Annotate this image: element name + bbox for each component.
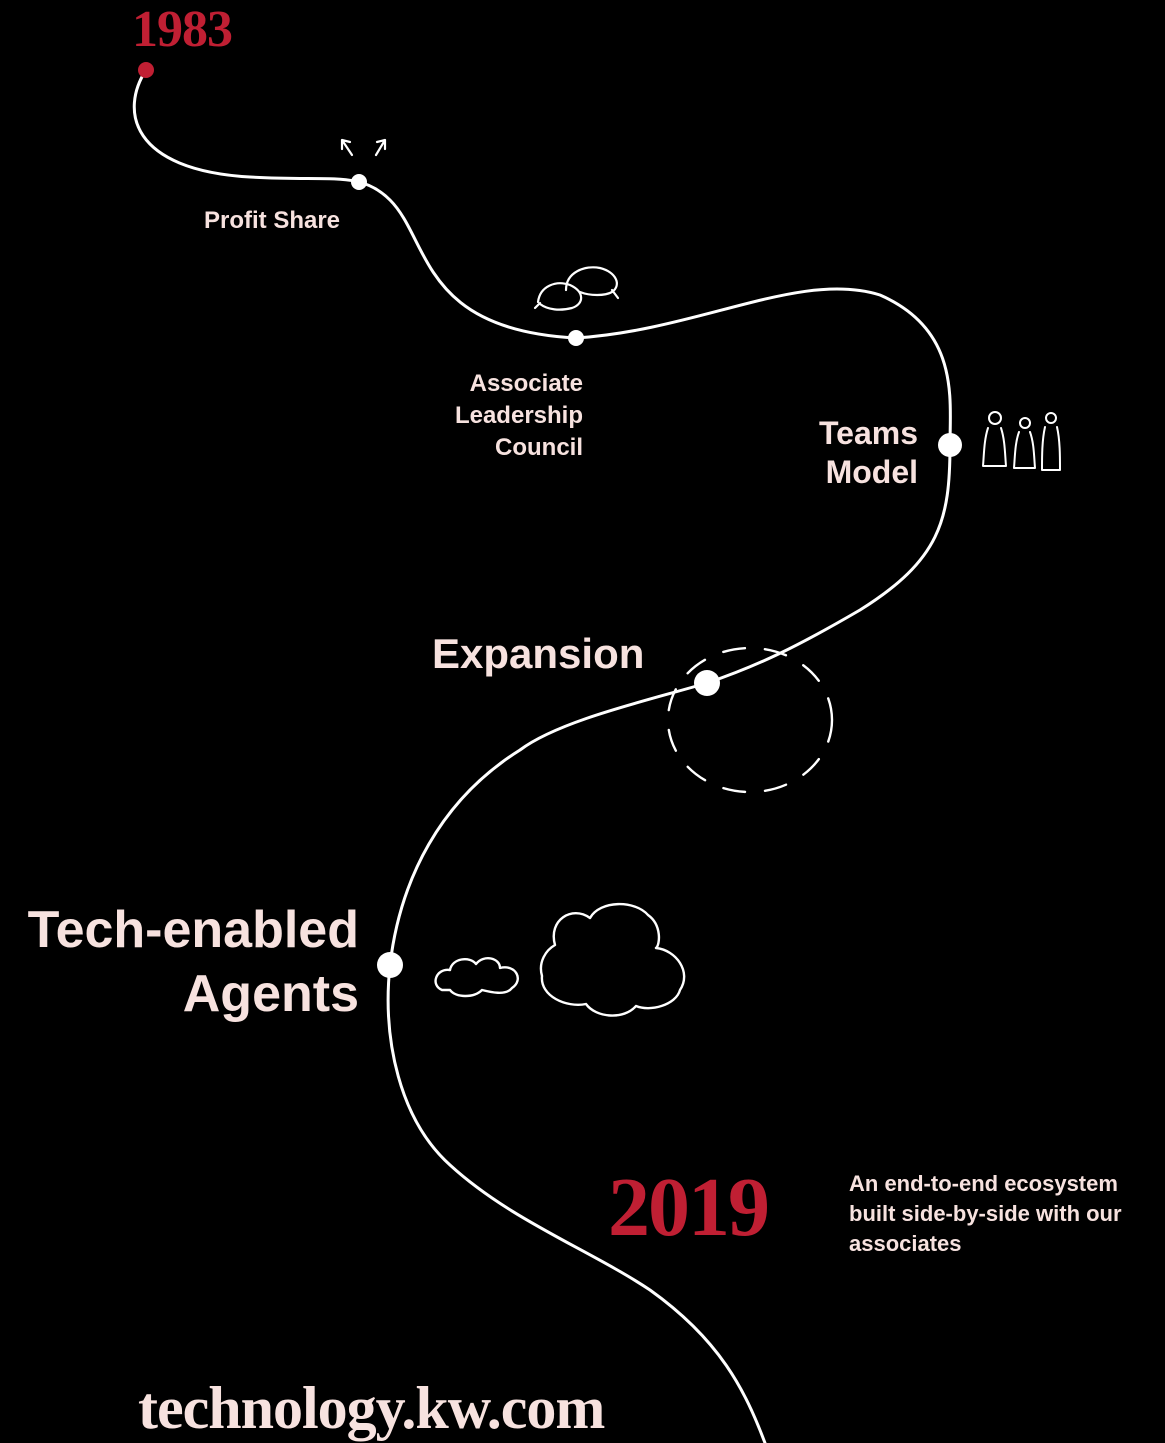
end-caption: An end-to-end ecosystem built side-by-si… <box>849 1171 1122 1257</box>
arrows-icon <box>340 138 387 157</box>
milestone-label-expansion: Expansion <box>432 630 645 677</box>
milestone-dot-expansion <box>694 670 720 696</box>
milestone-label-teams-model: Teams Model <box>818 415 918 491</box>
clouds-icon <box>434 902 686 1017</box>
footer-url: technology.kw.com <box>138 1375 605 1441</box>
milestone-dot-tech-enabled-agents <box>377 952 403 978</box>
milestone-dot-associate-leadership-council <box>568 330 584 346</box>
speech-bubbles-icon <box>533 266 620 311</box>
start-year: 1983 <box>132 1 233 58</box>
dashed-circle-icon <box>666 646 834 794</box>
timeline-path <box>132 68 952 1443</box>
milestone-label-associate-leadership-council: Associate Leadership Council <box>454 370 583 461</box>
milestone-dot-profit-share <box>351 174 367 190</box>
milestone-label-tech-enabled-agents: Tech-enabled Agents <box>27 901 359 1024</box>
start-dot <box>138 62 154 78</box>
end-year: 2019 <box>608 1161 770 1254</box>
milestone-dot-teams-model <box>938 433 962 457</box>
milestone-label-profit-share: Profit Share <box>204 207 341 234</box>
people-icon <box>982 411 1061 471</box>
